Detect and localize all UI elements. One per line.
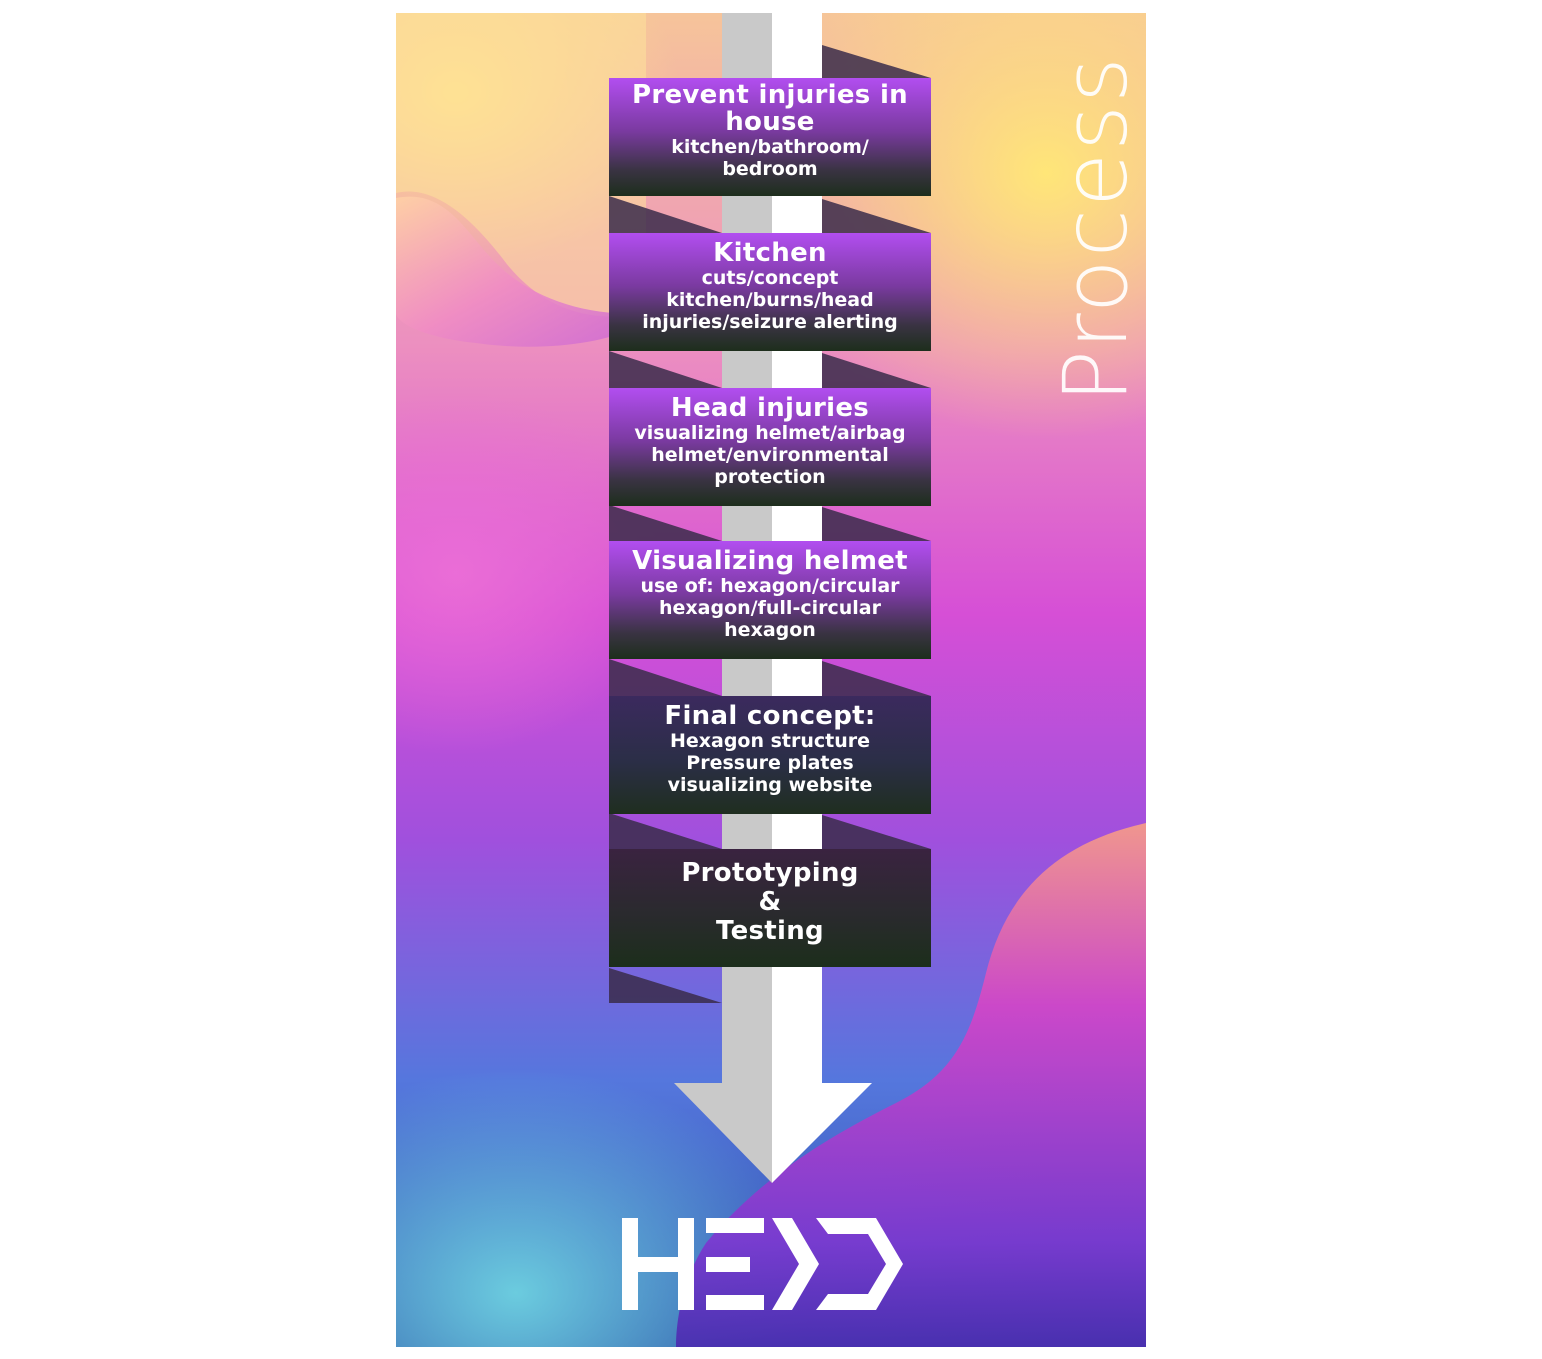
step-title: Prevent injuries in house bbox=[632, 80, 908, 137]
step-detail: use of: hexagon/circular hexagon/full-ci… bbox=[640, 574, 900, 641]
step-prototyping-testing: Prototyping & Testing bbox=[609, 849, 931, 967]
step-detail: kitchen/bathroom/ bedroom bbox=[671, 136, 869, 180]
step-head-injuries: Head injuries visualizing helmet/airbag … bbox=[609, 388, 931, 506]
process-poster: Prevent injuries in house kitchen/bathro… bbox=[396, 13, 1146, 1347]
step-title: Visualizing helmet bbox=[632, 545, 908, 576]
step-detail: Hexagon structure Pressure plates visual… bbox=[667, 729, 873, 796]
step-final-concept: Final concept: Hexagon structure Pressur… bbox=[609, 696, 931, 814]
step-detail: cuts/concept kitchen/burns/head injuries… bbox=[642, 266, 898, 333]
flow-arrow bbox=[609, 13, 931, 1183]
process-title: Process bbox=[1044, 55, 1146, 403]
step-title: Prototyping & Testing bbox=[681, 857, 859, 946]
background-blobs bbox=[396, 13, 1146, 1347]
step-visualizing-helmet: Visualizing helmet use of: hexagon/circu… bbox=[609, 541, 931, 659]
step-prevent-injuries: Prevent injuries in house kitchen/bathro… bbox=[609, 78, 931, 196]
hexo-logo bbox=[622, 1218, 903, 1310]
step-title: Head injuries bbox=[670, 392, 870, 423]
step-kitchen: Kitchen cuts/concept kitchen/burns/head … bbox=[609, 233, 931, 351]
step-title: Final concept: bbox=[664, 700, 876, 731]
step-title: Kitchen bbox=[713, 237, 827, 268]
step-detail: visualizing helmet/airbag helmet/environ… bbox=[634, 421, 906, 488]
